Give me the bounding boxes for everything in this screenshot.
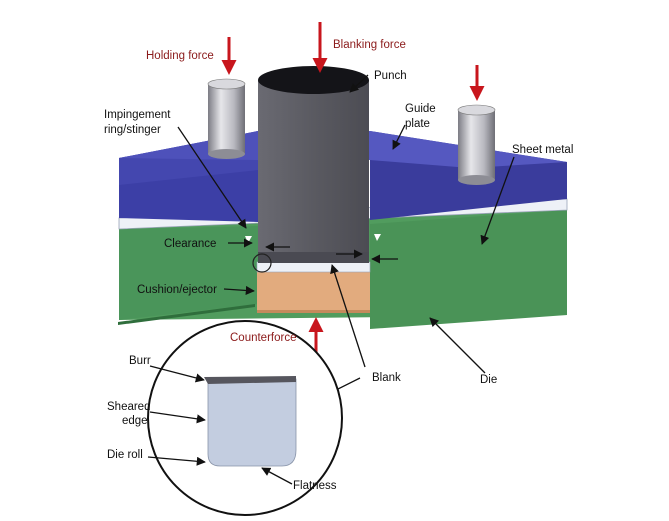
cushion-ejector-label: Cushion/ejector [137, 284, 217, 296]
detail-magnifier [147, 320, 343, 516]
sheared-edge-label-line1: Sheared [107, 401, 150, 413]
burr-label: Burr [129, 355, 151, 367]
clearance-circle [252, 253, 272, 273]
holding-pin-right [457, 104, 496, 185]
blank-label: Blank [372, 372, 401, 384]
blank-strip [256, 261, 371, 273]
force-arrows [221, 22, 485, 352]
die-roll-label: Die roll [107, 449, 143, 461]
flatness-label: Flatness [293, 480, 337, 492]
labels: Holding force Blanking force Punch Impin… [104, 39, 573, 492]
burr-edge [204, 376, 296, 384]
holding-force-label: Holding force [146, 50, 214, 62]
guide-plate-label-line2: plate [405, 118, 430, 130]
blank-detail [207, 378, 297, 467]
clearance-label: Clearance [164, 238, 216, 250]
guide-plate-label-line1: Guide [405, 103, 436, 115]
cushion-ejector [257, 272, 370, 313]
sheet-metal-label: Sheet metal [512, 144, 573, 156]
die-label: Die [480, 374, 497, 386]
punch [258, 66, 369, 263]
blanking-force-label: Blanking force [333, 39, 406, 51]
impingement-label-line2: ring/stinger [104, 124, 161, 136]
punch-label: Punch [374, 70, 407, 82]
impingement-label-line1: Impingement [104, 109, 171, 121]
holding-pin-left [207, 78, 246, 159]
leader-lines [177, 74, 515, 421]
counterforce-label: Counterforce [230, 332, 296, 344]
sheared-edge-label-line2: edge [122, 415, 148, 427]
